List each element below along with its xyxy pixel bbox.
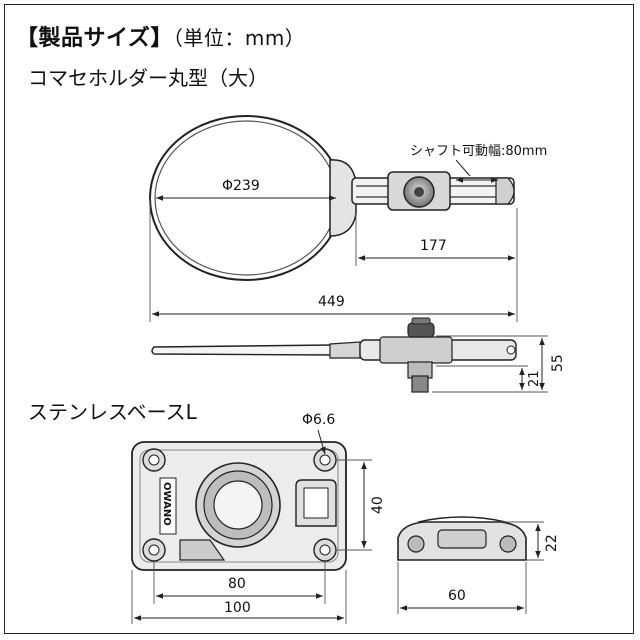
height-lower-label: 21 <box>527 370 542 387</box>
base-section-title: ステンレスベースL <box>28 400 197 424</box>
height-total-label: 55 <box>550 354 566 372</box>
base-depth-label: 60 <box>448 588 466 604</box>
title-main: 【製品サイズ】 <box>16 26 173 51</box>
total-dim-label: 449 <box>318 294 345 310</box>
holder-top-view: シャフト可動幅:80mm Φ239 177 449 <box>149 115 547 322</box>
holder-section-title: コマセホルダー丸型（大） <box>28 66 268 90</box>
side-mount <box>329 341 361 359</box>
side-knob <box>407 322 435 338</box>
shaft-travel-note: シャフト可動幅:80mm <box>410 144 547 159</box>
base-height-label: 22 <box>544 534 560 552</box>
hole-spacing-h-label: 80 <box>228 576 246 592</box>
base-width-label: 100 <box>224 600 251 616</box>
arm-dim-label: 177 <box>420 238 447 254</box>
base-top-view: OWANO Φ6.6 40 80 100 <box>131 412 386 624</box>
hole-spacing-v-label: 40 <box>370 496 386 514</box>
base-side-view: 22 60 <box>397 516 560 614</box>
diagram-frame <box>4 4 634 634</box>
holder-shaft-end <box>495 177 515 205</box>
title-unit: （単位：mm） <box>172 26 306 50</box>
brand-mark: OWANO <box>161 482 172 526</box>
holder-side-view: 55 21 <box>151 317 566 393</box>
base-socket-inner <box>213 480 263 530</box>
diameter-label: Φ239 <box>222 178 260 194</box>
page-title: 【製品サイズ】（単位：mm） <box>16 20 305 52</box>
hole-diameter-label: Φ6.6 <box>302 412 335 428</box>
side-bowl <box>151 344 357 356</box>
